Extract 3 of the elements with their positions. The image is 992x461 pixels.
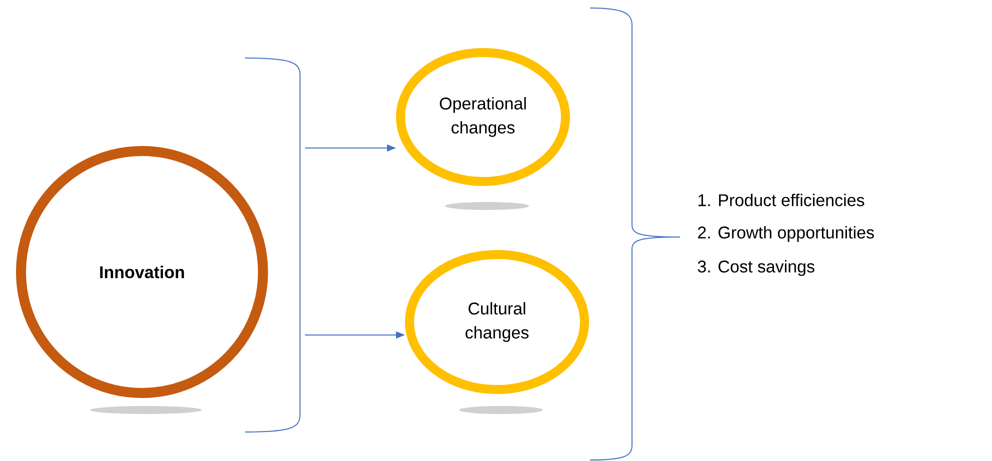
list-item: 2. Growth opportunities: [698, 226, 874, 242]
list-item: 3. Cost savings: [698, 260, 814, 276]
list-item: 1. Product efficiencies: [698, 194, 864, 206]
